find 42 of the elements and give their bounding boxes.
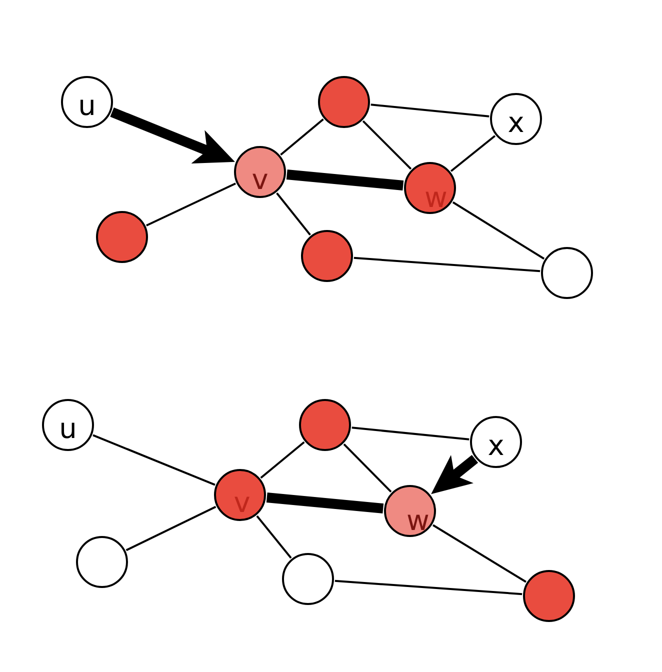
edge-line [92, 434, 216, 486]
graph-node-circle [76, 536, 128, 588]
arrow [431, 455, 478, 494]
graph-node-circle [301, 230, 353, 282]
edge-line [146, 182, 236, 226]
edge-line [452, 201, 545, 260]
edge-line [286, 170, 404, 190]
graph-node-circle [61, 76, 113, 128]
node-label: v [252, 166, 268, 194]
edge-line [432, 524, 526, 583]
graph-node-circle [299, 399, 351, 451]
node-label: u [59, 415, 77, 443]
arrow [110, 108, 235, 164]
node-label: x [488, 432, 504, 460]
edge-line [260, 441, 305, 479]
graph-node-circle [318, 76, 370, 128]
node-label: u [78, 92, 96, 120]
edge-line [352, 426, 470, 440]
edge-line [450, 135, 496, 172]
graph-node-circle [234, 146, 286, 198]
edge-line [280, 118, 324, 156]
node-label: x [508, 109, 524, 137]
graph-node-circle [282, 553, 334, 605]
graph-node-circle [490, 93, 542, 145]
edge-line [334, 580, 522, 596]
node-label: w [406, 507, 430, 535]
graph-node-circle [404, 162, 456, 214]
graph-node-circle [96, 211, 148, 263]
edge-line [370, 104, 490, 118]
graph-node-circle [384, 485, 436, 537]
edge-line [266, 492, 384, 514]
graph-node-circle [42, 399, 94, 451]
graph-node-circle [523, 570, 575, 622]
edge-line [343, 444, 392, 492]
edge-line [256, 515, 292, 559]
edge-line [126, 506, 216, 552]
edge-line [362, 120, 412, 170]
edge-line [354, 256, 540, 272]
graph-node-circle [470, 416, 522, 468]
graph-node-circle [541, 247, 593, 299]
edge-line [276, 192, 311, 236]
graph-node-circle [214, 469, 266, 521]
